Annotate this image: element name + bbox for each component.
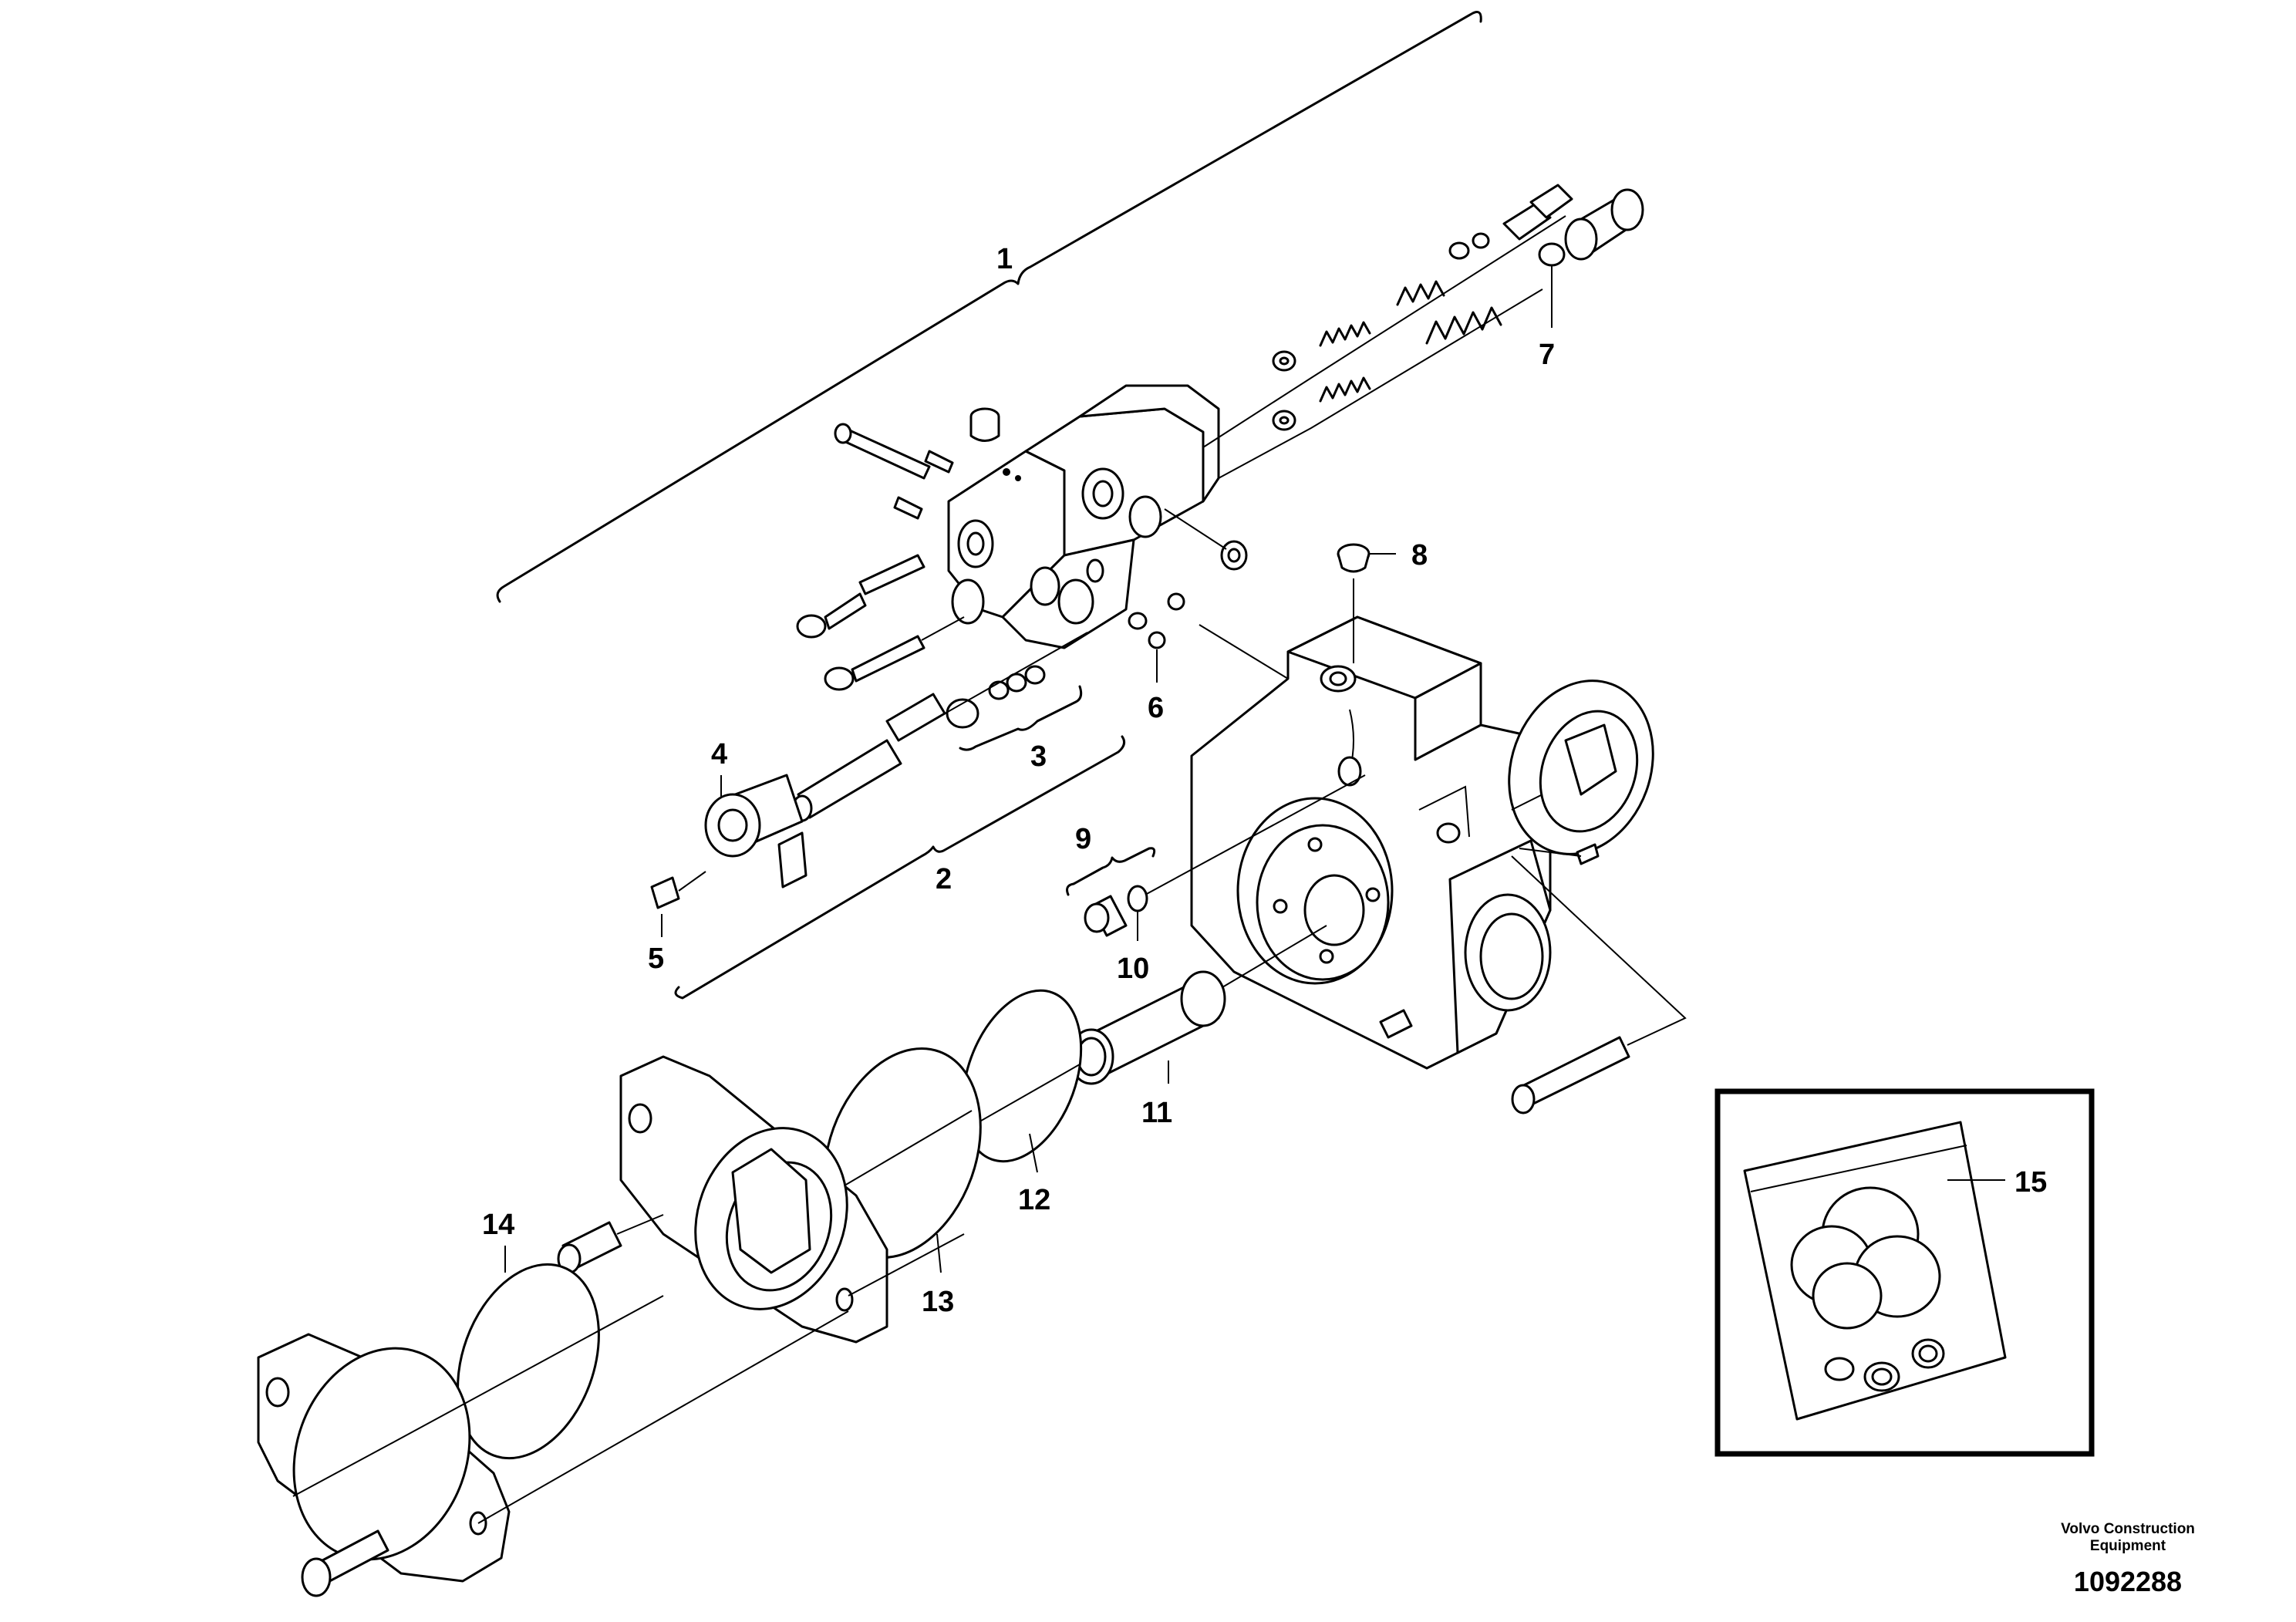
callout-4: 4 <box>711 738 727 771</box>
callout-5: 5 <box>648 943 664 975</box>
callout-11: 11 <box>1141 1097 1172 1129</box>
callout-6: 6 <box>1148 692 1164 724</box>
callout-15: 15 <box>2014 1166 2047 1199</box>
front-flange <box>619 1055 965 1344</box>
callout-14: 14 <box>482 1209 514 1241</box>
callout-12: 12 <box>1018 1184 1050 1216</box>
callout-1: 1 <box>996 243 1013 275</box>
port-plate <box>1508 679 1654 865</box>
callout-2: 2 <box>936 863 952 895</box>
spring-spool-stack <box>1202 184 1644 479</box>
bracket-1 <box>496 11 1482 603</box>
bracket-9 <box>1066 847 1156 896</box>
gasket-plate <box>257 1295 849 1583</box>
company-line-2: Equipment <box>2089 1538 2166 1554</box>
bracket-2 <box>674 735 1126 1000</box>
callout-10: 10 <box>1117 953 1149 985</box>
needle-bearing <box>1068 925 1327 1085</box>
solenoid-cartridge <box>650 554 1088 909</box>
o-ring-14 <box>457 1263 600 1460</box>
callout-13: 13 <box>922 1286 954 1318</box>
o-ring-12 <box>961 989 1083 1163</box>
callout-9: 9 <box>1075 823 1091 855</box>
company-credit: Volvo Construction Equipment <box>1997 1521 2259 1555</box>
seal-kit-bag <box>1743 1121 2007 1421</box>
pilot-valve-block <box>834 384 1248 649</box>
callout-3: 3 <box>1030 740 1047 773</box>
callout-7: 7 <box>1539 339 1555 371</box>
bracket-3 <box>959 685 1083 751</box>
pump-housing <box>1190 615 1552 1070</box>
callout-8: 8 <box>1411 539 1428 572</box>
company-line-1: Volvo Construction <box>2061 1521 2195 1537</box>
screw <box>1518 1036 1630 1108</box>
drawing-number: 1092288 <box>2073 1566 2183 1597</box>
